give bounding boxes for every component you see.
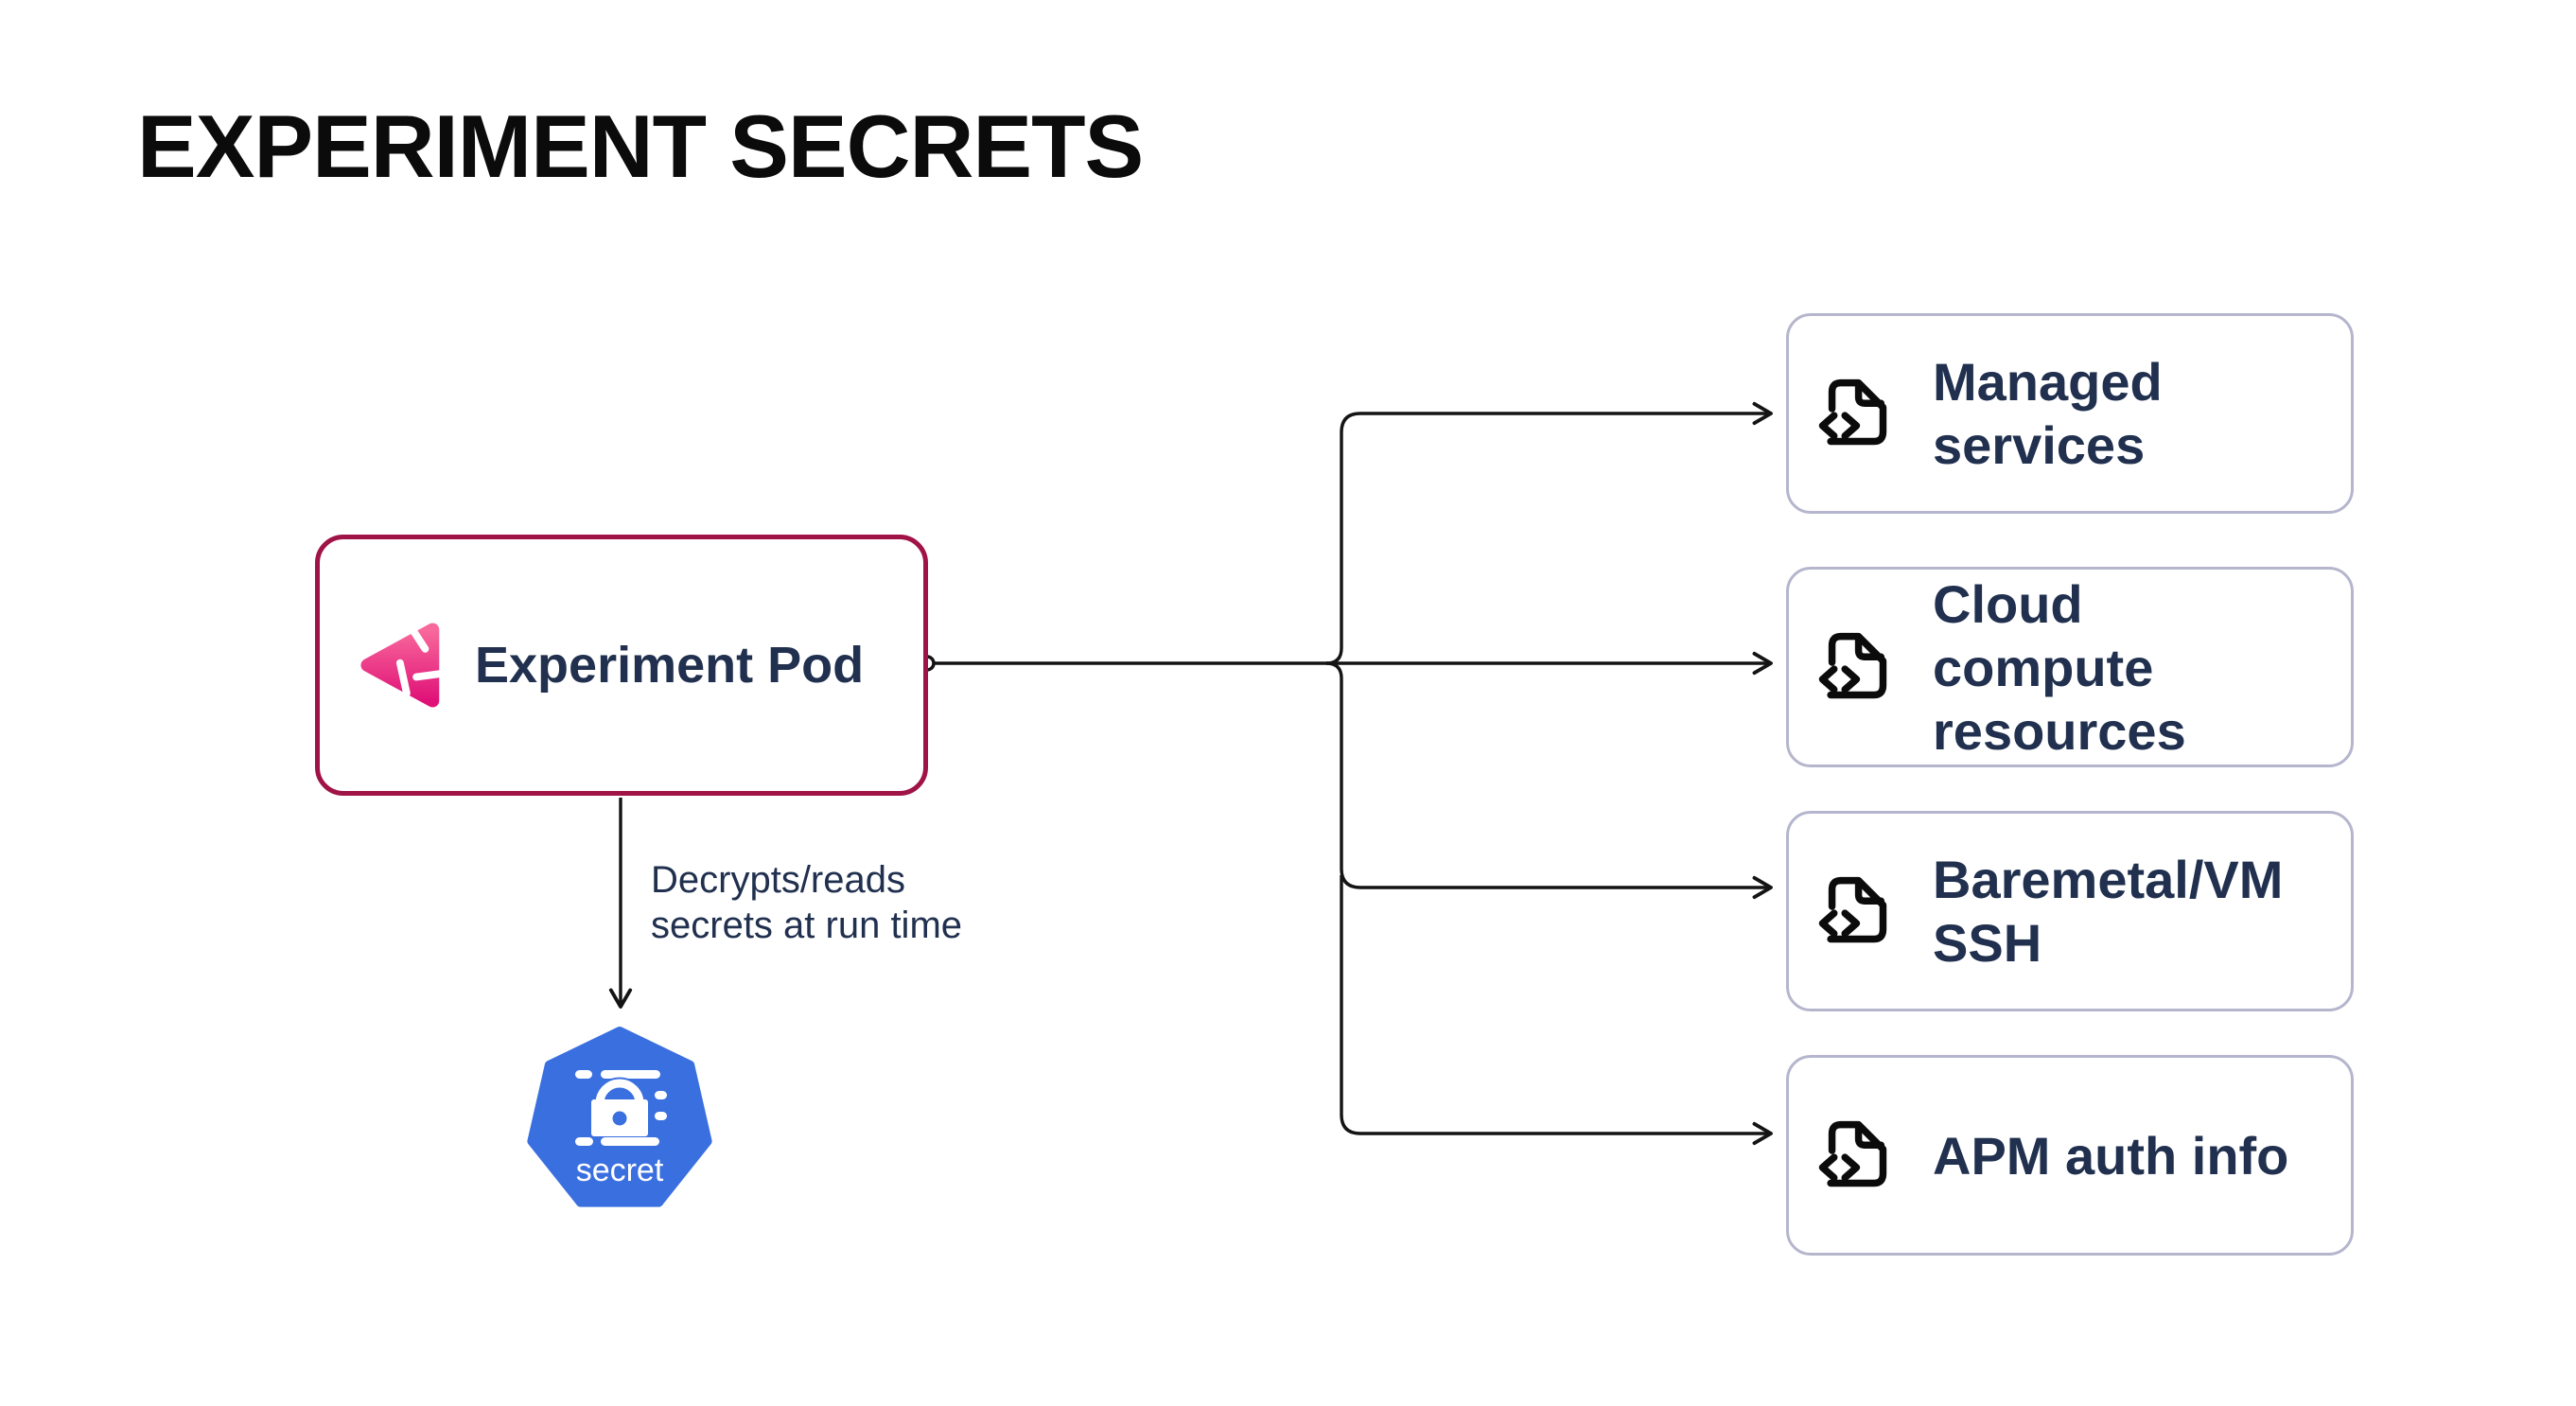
target-node-apm-auth-info: APM auth info bbox=[1786, 1055, 2354, 1256]
file-code-icon bbox=[1812, 370, 1899, 457]
flow-annotation: Decrypts/reads secrets at run time bbox=[651, 859, 963, 946]
pod-label: Experiment Pod bbox=[475, 637, 865, 694]
target-node-managed-services: Managed services bbox=[1786, 313, 2354, 514]
page-title: EXPERIMENT SECRETS bbox=[137, 97, 1144, 196]
secret-dashes bbox=[575, 1070, 667, 1146]
connector-branch-managed-services bbox=[1325, 401, 1773, 665]
file-code-icon bbox=[1812, 868, 1899, 955]
connector-branch-apm-auth bbox=[1340, 875, 1773, 1146]
target-label: Baremetal/VM SSH bbox=[1933, 850, 2284, 973]
file-code-icon bbox=[1812, 1112, 1899, 1199]
target-label: APM auth info bbox=[1933, 1125, 2289, 1186]
experiment-pod-node: Experiment Pod bbox=[315, 535, 928, 796]
heptagon-shape bbox=[527, 1027, 712, 1207]
target-label: Managed services bbox=[1933, 352, 2163, 475]
kubernetes-secret-icon: secret bbox=[527, 1027, 712, 1207]
target-label: Cloud compute resources bbox=[1933, 573, 2186, 761]
target-node-cloud-compute: Cloud compute resources bbox=[1786, 567, 2354, 767]
secret-label: secret bbox=[576, 1152, 664, 1188]
connector-branch-baremetal-ssh bbox=[1325, 661, 1773, 900]
litmus-chaos-icon bbox=[356, 618, 450, 712]
file-code-icon bbox=[1812, 624, 1899, 711]
target-node-baremetal-vm-ssh: Baremetal/VM SSH bbox=[1786, 811, 2354, 1011]
lock-icon bbox=[586, 1077, 654, 1136]
